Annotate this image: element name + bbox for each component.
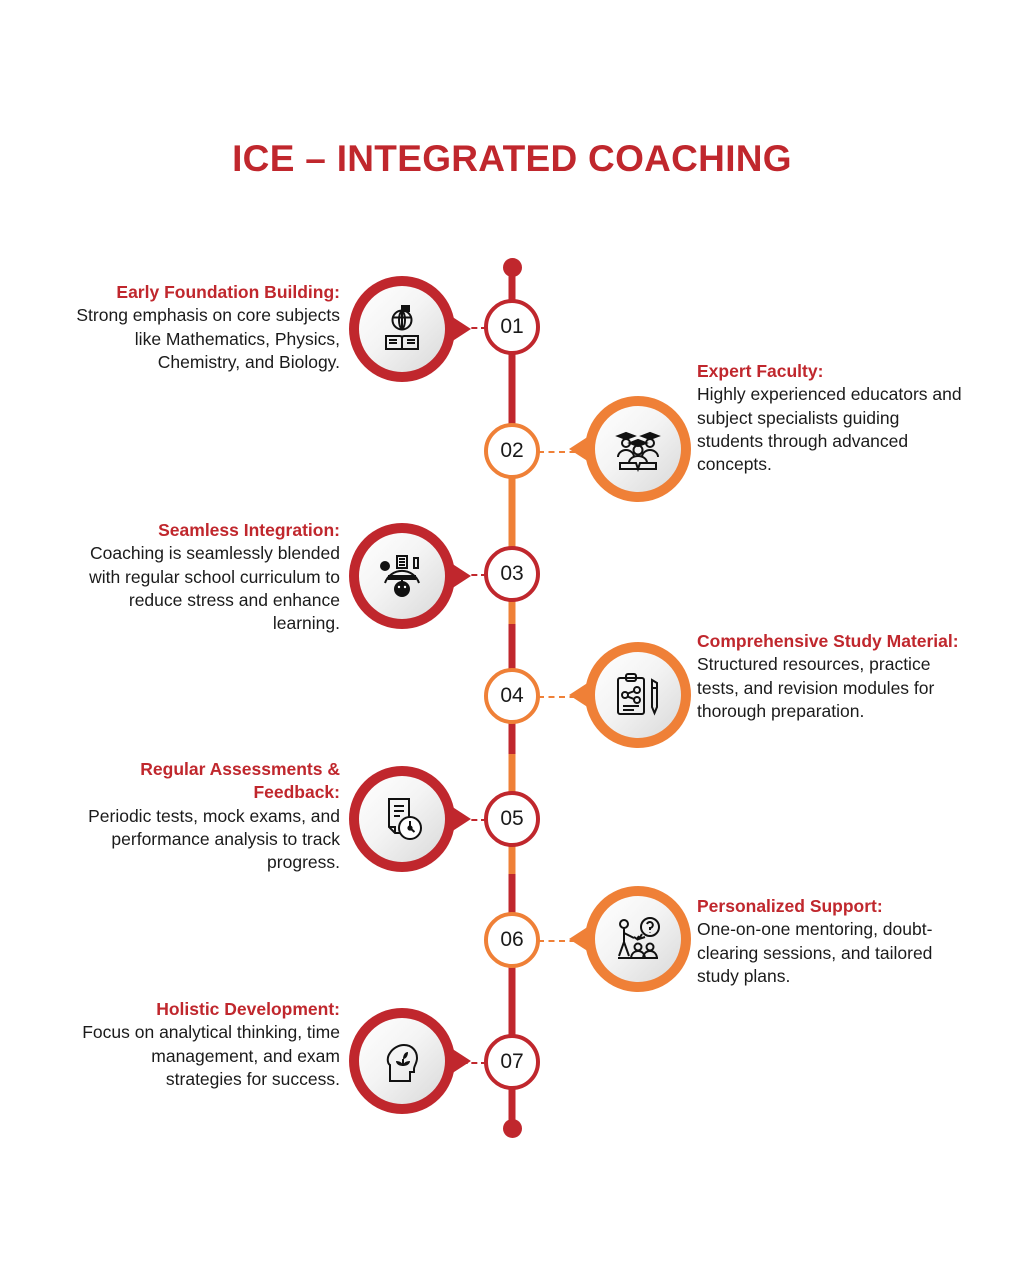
icon-bubble-03[interactable] [349,523,471,629]
timeline-node-04[interactable]: 04 [484,668,540,724]
timeline-text-03: Seamless Integration: Coaching is seamle… [75,519,340,635]
timeline-node-07[interactable]: 07 [484,1034,540,1090]
icon-bubble-05[interactable] [349,766,471,872]
node-number-07: 07 [500,1050,524,1073]
item-title-07: Holistic Development: [156,999,340,1019]
icon-bubble-06[interactable] [569,886,691,992]
timeline-text-05: Regular Assessments & Feedback: Periodic… [75,758,340,874]
timeline-text-02: Expert Faculty: Highly experienced educa… [697,360,962,476]
graduates-group-icon [595,406,681,492]
item-body-02: Highly experienced educators and subject… [697,384,962,475]
item-body-07: Focus on analytical thinking, time manag… [82,1022,340,1089]
icon-bubble-07[interactable] [349,1008,471,1114]
timeline-node-03[interactable]: 03 [484,546,540,602]
page-title: ICE – INTEGRATED COACHING [232,138,792,179]
open-book-globe-icon [359,286,445,372]
item-body-01: Strong emphasis on core subjects like Ma… [76,305,340,372]
timeline-node-01[interactable]: 01 [484,299,540,355]
timeline-text-04: Comprehensive Study Material: Structured… [697,630,962,723]
head-growth-icon [359,1018,445,1104]
item-title-03: Seamless Integration: [158,520,340,540]
item-body-04: Structured resources, practice tests, an… [697,654,935,721]
document-clock-icon [359,776,445,862]
connector-04 [538,696,586,698]
node-number-05: 05 [500,807,524,830]
timeline-text-06: Personalized Support: One-on-one mentori… [697,895,962,988]
timeline-text-07: Holistic Development: Focus on analytica… [75,998,340,1091]
node-number-03: 03 [500,562,524,585]
item-title-05: Regular Assessments & Feedback: [140,759,340,803]
connector-02 [538,451,586,453]
node-number-06: 06 [500,928,524,951]
timeline-node-06[interactable]: 06 [484,912,540,968]
item-title-02: Expert Faculty: [697,361,824,381]
mentoring-question-icon [595,896,681,982]
item-title-01: Early Foundation Building: [116,282,340,302]
student-learning-icon [359,533,445,619]
timeline-node-02[interactable]: 02 [484,423,540,479]
item-body-05: Periodic tests, mock exams, and performa… [88,805,340,873]
icon-bubble-02[interactable] [569,396,691,502]
node-number-04: 04 [500,684,524,707]
icon-bubble-04[interactable] [569,642,691,748]
item-body-06: One-on-one mentoring, doubt-clearing ses… [697,919,933,986]
clipboard-pencil-icon [595,652,681,738]
item-body-03: Coaching is seamlessly blended with regu… [89,543,340,634]
icon-bubble-01[interactable] [349,276,471,382]
timeline-text-01: Early Foundation Building: Strong emphas… [75,281,340,374]
item-title-06: Personalized Support: [697,896,883,916]
node-number-01: 01 [500,315,524,338]
item-title-04: Comprehensive Study Material: [697,631,959,651]
timeline-node-05[interactable]: 05 [484,791,540,847]
spine-segment [508,466,516,624]
connector-06 [538,940,586,942]
node-number-02: 02 [500,439,524,462]
